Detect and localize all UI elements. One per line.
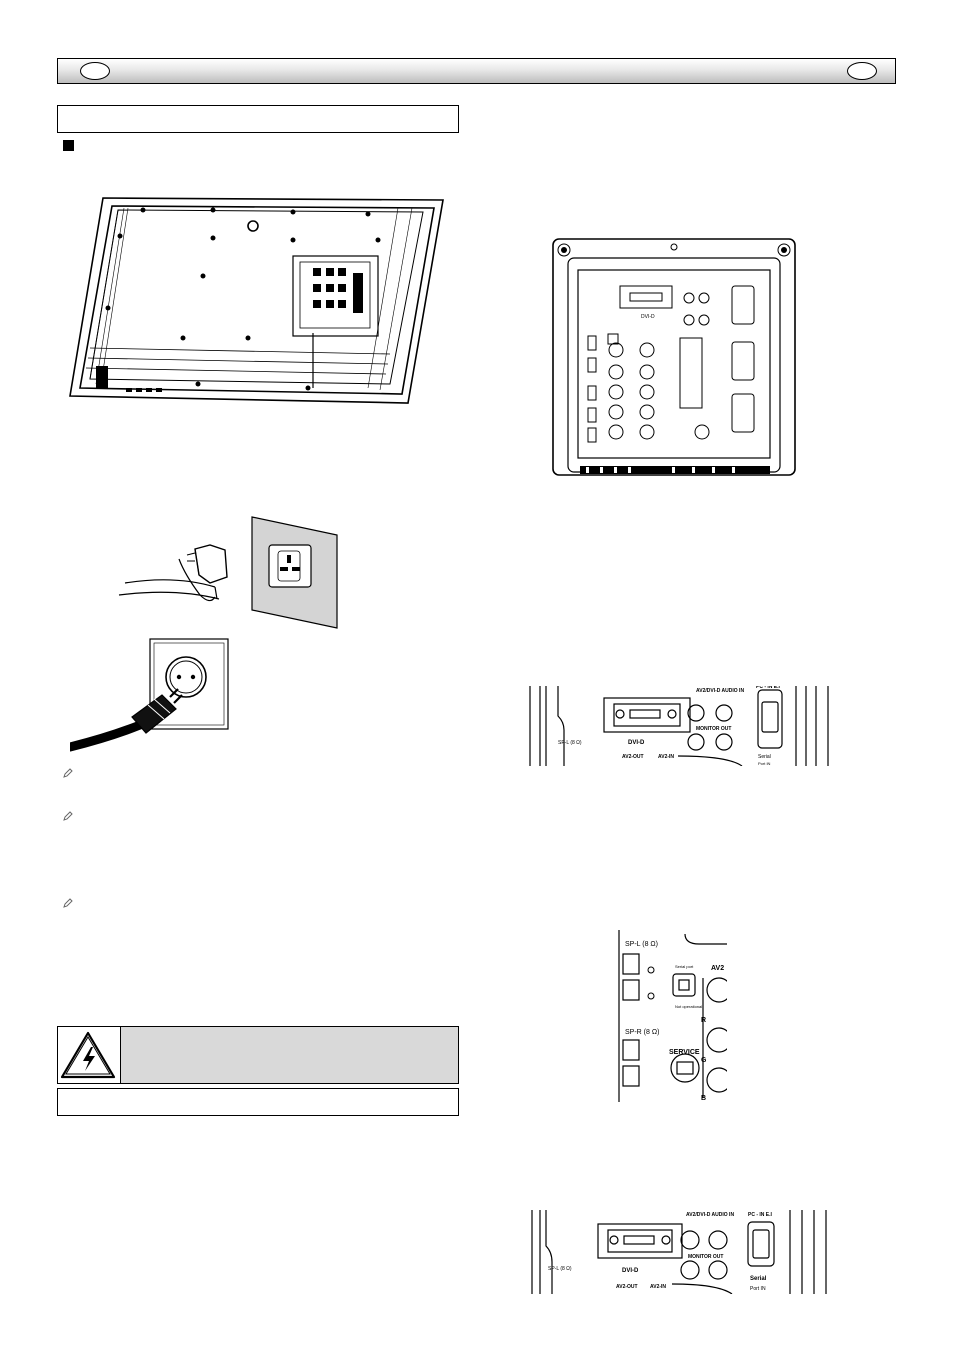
warning-icon-cell <box>58 1027 121 1083</box>
svg-text:DVI-D: DVI-D <box>628 740 645 746</box>
svg-text:AV2-IN: AV2-IN <box>658 754 674 760</box>
svg-text:R: R <box>701 1017 706 1024</box>
svg-text:Port IN: Port IN <box>750 1286 766 1292</box>
svg-text:SP-R (8 Ω): SP-R (8 Ω) <box>625 1029 659 1036</box>
svg-text:Serial: Serial <box>758 754 771 760</box>
language-badge-left <box>80 62 110 80</box>
svg-text:SP-L (8 Ω): SP-L (8 Ω) <box>625 941 658 948</box>
dvi-d-detail-1: DVI-D AV2/DVI-D AUDIO IN MONITOR OUT PC … <box>528 686 846 766</box>
uk-socket-illustration <box>115 515 345 630</box>
svg-text:AV2-OUT: AV2-OUT <box>616 1284 638 1290</box>
svg-text:PC - IN E.I: PC - IN E.I <box>756 686 781 690</box>
section-title-box-2 <box>57 1088 459 1116</box>
language-badge-right <box>847 62 877 80</box>
svg-text:AV2: AV2 <box>711 965 724 972</box>
svg-text:AV2-OUT: AV2-OUT <box>622 754 644 760</box>
svg-text:SP-L (8 Ω): SP-L (8 Ω) <box>548 1266 572 1272</box>
section-title-box <box>57 105 459 133</box>
svg-text:Port IN: Port IN <box>758 761 771 766</box>
tv-rear-illustration <box>68 188 448 408</box>
svg-text:SP-L (8 Ω): SP-L (8 Ω) <box>558 740 582 746</box>
page-header-bar <box>57 58 896 84</box>
svg-text:Serial: Serial <box>750 1276 767 1282</box>
svg-text:SERVICE: SERVICE <box>669 1049 700 1056</box>
warning-box <box>57 1026 459 1084</box>
svg-text:AV2-IN: AV2-IN <box>650 1284 666 1290</box>
pencil-note-icon <box>63 898 73 908</box>
svg-text:Not operational: Not operational <box>675 1004 702 1009</box>
pencil-note-icon <box>63 811 73 821</box>
svg-text:AV2/DVI-D AUDIO IN: AV2/DVI-D AUDIO IN <box>686 1212 734 1218</box>
svg-text:MONITOR OUT: MONITOR OUT <box>688 1254 723 1260</box>
svg-text:MONITOR OUT: MONITOR OUT <box>696 726 731 732</box>
bullet-square <box>63 140 74 151</box>
svg-text:AV2/DVI-D AUDIO IN: AV2/DVI-D AUDIO IN <box>696 688 744 694</box>
svg-text:B: B <box>701 1095 706 1102</box>
svg-text:G: G <box>701 1057 707 1064</box>
svg-text:DVI-D: DVI-D <box>622 1268 639 1274</box>
connection-panel-illustration: DVI-D <box>552 238 796 476</box>
svg-text:PC - IN E.I: PC - IN E.I <box>748 1212 773 1218</box>
svg-text:DVI-D: DVI-D <box>641 314 655 320</box>
eu-socket-illustration <box>70 637 235 752</box>
electric-hazard-icon <box>60 1031 116 1079</box>
svg-text:Serial port: Serial port <box>675 964 694 969</box>
speaker-service-detail: SP-L (8 Ω) SP-R (8 Ω) SERVICE Serial por… <box>615 930 727 1102</box>
dvi-d-detail-2: DVI-D AV2/DVI-D AUDIO IN MONITOR OUT PC … <box>528 1210 836 1294</box>
pencil-note-icon <box>63 768 73 778</box>
